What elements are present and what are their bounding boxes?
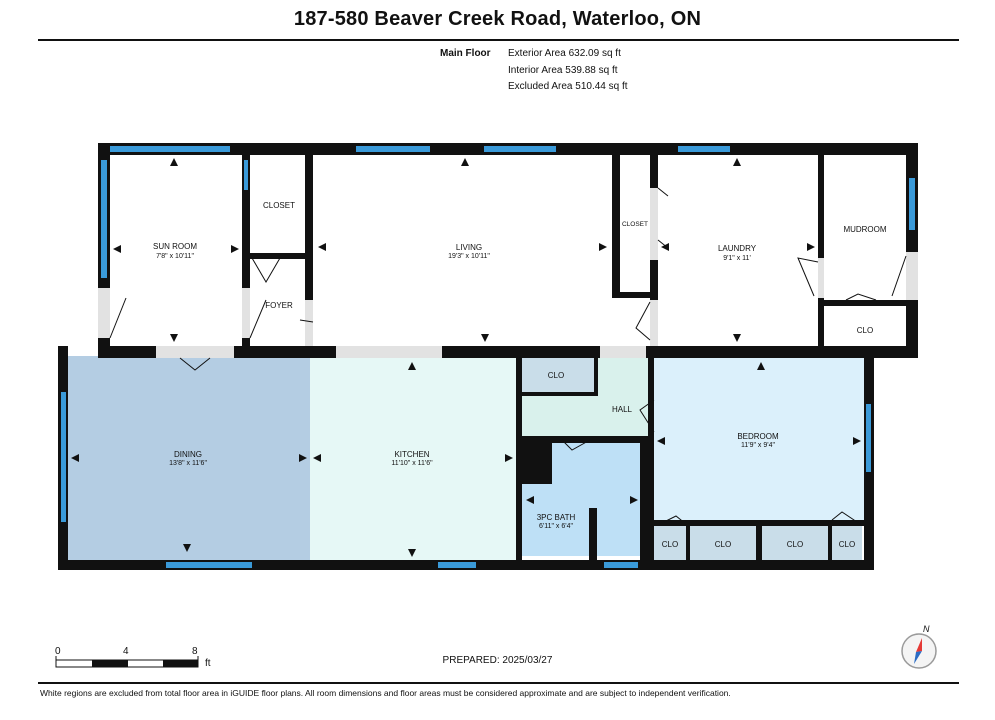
scale-label-0: 0: [55, 646, 61, 657]
clo-b2-label: CLO: [715, 540, 731, 549]
bottom-rule: [38, 682, 959, 684]
dining-dims: 13'8" x 11'6": [169, 460, 207, 467]
prepared-date: PREPARED: 2025/03/27: [442, 655, 553, 666]
compass-north-label: N: [923, 624, 930, 634]
top-rule: [38, 39, 959, 41]
door-gaps: [98, 188, 918, 358]
kitchen-label: KITCHEN: [394, 450, 429, 459]
footer-disclaimer: White regions are excluded from total fl…: [40, 688, 731, 698]
clo-b1-fill: [654, 526, 686, 560]
dining-label: DINING: [174, 450, 202, 459]
bath-label: 3PC BATH: [537, 513, 576, 522]
clo-b4-label: CLO: [839, 540, 855, 549]
clo-hall-label: CLO: [548, 371, 564, 380]
mudroom-label: MUDROOM: [843, 225, 886, 234]
compass-icon: [901, 633, 937, 669]
closet-1-label: CLOSET: [263, 201, 295, 210]
dining-fill: [66, 356, 310, 566]
bedroom-label: BEDROOM: [737, 432, 779, 441]
clo-b3-fill: [762, 526, 828, 560]
clo-b1-label: CLO: [662, 540, 678, 549]
dimension-arrows: [71, 158, 861, 557]
kitchen-dims: 11'10" x 11'6": [391, 460, 433, 467]
plan-title: 187-580 Beaver Creek Road, Waterloo, ON: [293, 8, 702, 30]
clo-mud-label: CLO: [857, 326, 873, 335]
foyer-label: FOYER: [265, 301, 293, 310]
exterior-area: Exterior Area 632.09 sq ft: [508, 48, 621, 59]
living-dims: 19'3" x 10'11": [448, 253, 490, 260]
hall-label: HALL: [612, 405, 633, 414]
bedroom-dims: 11'9" x 9'4": [741, 442, 775, 449]
living-label: LIVING: [456, 243, 482, 252]
scale-label-8: 8: [192, 646, 198, 657]
clo-hall-fill: [520, 358, 594, 394]
clo-b2-fill: [690, 526, 756, 560]
sun-room-dims: 7'8" x 10'11": [156, 253, 194, 260]
excluded-area: Excluded Area 510.44 sq ft: [508, 81, 628, 92]
scale-label-4: 4: [123, 646, 129, 657]
closet-2-label: CLOSET: [622, 221, 648, 228]
bedroom-fill: [654, 356, 864, 524]
bath-dims: 6'11" x 6'4": [539, 523, 573, 530]
sun-room-label: SUN ROOM: [153, 242, 197, 251]
floor-plan: SUN ROOM 7'8" x 10'11" CLOSET FOYER LIVI…: [58, 143, 918, 570]
door-swings: [109, 187, 907, 525]
scale-unit: ft: [205, 658, 211, 669]
laundry-dims: 9'1" x 11': [723, 255, 751, 262]
clo-b3-label: CLO: [787, 540, 803, 549]
laundry-label: LAUNDRY: [718, 244, 757, 253]
scale-bar-graphic: [55, 656, 199, 668]
floor-label: Main Floor: [440, 48, 491, 59]
windows: [61, 146, 915, 568]
clo-b4-fill: [832, 526, 862, 560]
kitchen-fill: [310, 356, 518, 566]
interior-area: Interior Area 539.88 sq ft: [508, 64, 618, 76]
